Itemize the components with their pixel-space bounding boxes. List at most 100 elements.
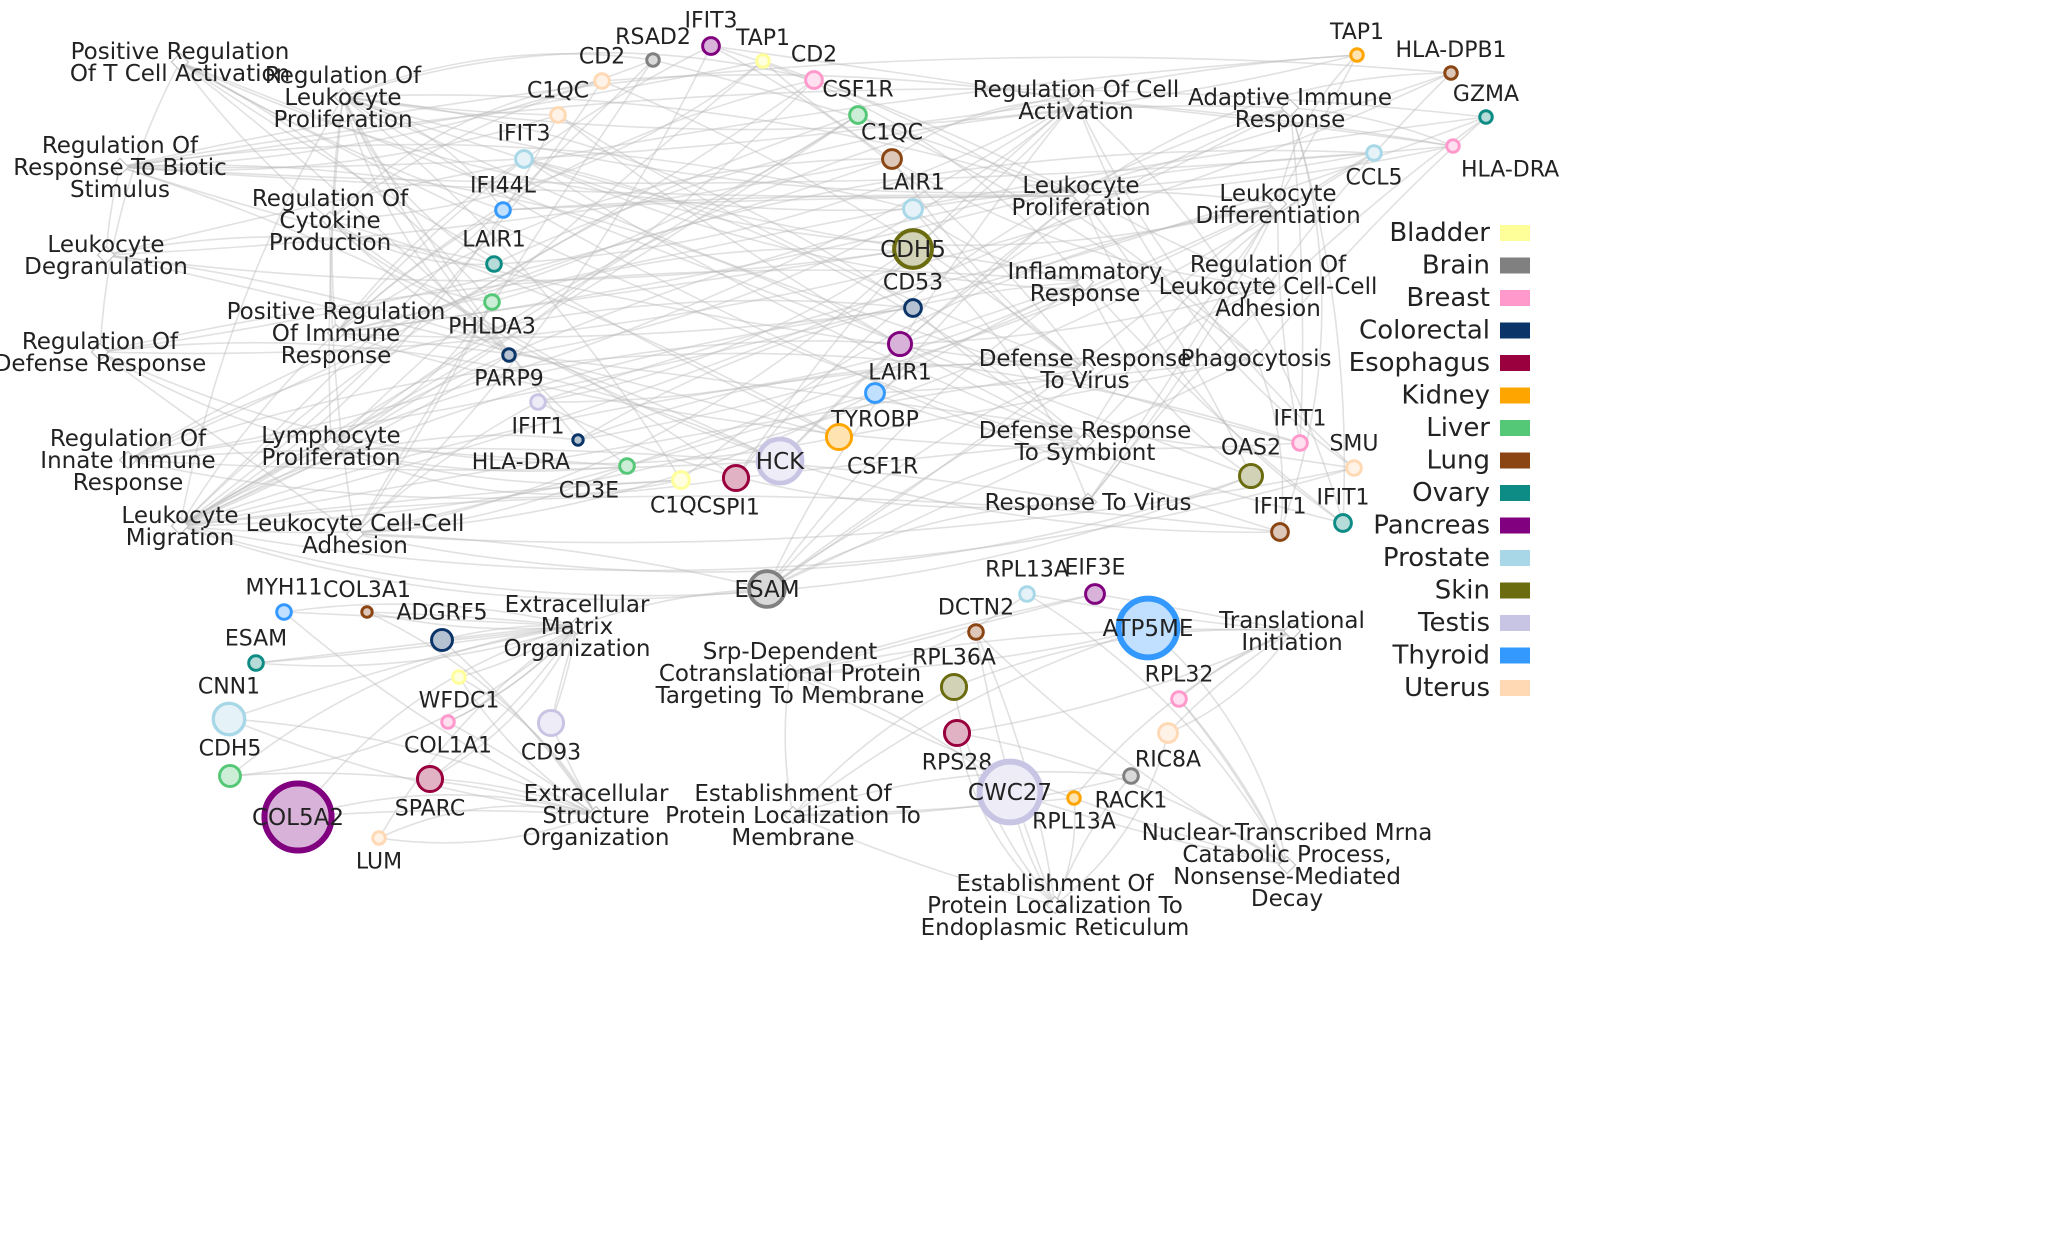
- gene-node-label: CD53: [883, 271, 943, 296]
- gene-node-fill: [363, 608, 371, 616]
- network-edge: [874, 357, 1257, 394]
- network-edge: [766, 285, 1269, 590]
- network-edge: [378, 814, 597, 844]
- legend-label: Brain: [1422, 251, 1490, 281]
- network-edge: [429, 778, 597, 816]
- legend-label: Kidney: [1401, 381, 1490, 411]
- gene-node-fill: [418, 767, 442, 791]
- legend-item-bladder: Bladder: [1389, 218, 1530, 248]
- legend-swatch: [1500, 680, 1530, 696]
- network-edge: [283, 611, 597, 816]
- gene-node-fill: [374, 833, 384, 843]
- legend-swatch: [1500, 582, 1530, 599]
- network-edge: [502, 194, 1082, 211]
- network-edge: [127, 299, 914, 461]
- network-edge: [1094, 593, 1293, 632]
- network-edge: [766, 203, 1279, 590]
- gene-node-fill: [1160, 725, 1176, 741]
- network-edge: [537, 281, 1086, 403]
- go-term-label: Phagocytosis: [1181, 346, 1332, 372]
- network-edge: [557, 114, 1086, 370]
- gene-node-circle: [1333, 513, 1353, 533]
- gene-node-label: LAIR1: [462, 228, 526, 253]
- network-edge: [975, 631, 1288, 866]
- gene-node-rpl13a-kidney: RPL13A: [1032, 790, 1116, 834]
- network-edge: [710, 45, 1086, 283]
- network-edge: [1279, 107, 1323, 533]
- legend-item-brain: Brain: [1422, 251, 1530, 281]
- network-edge: [335, 114, 859, 334]
- network-edge: [1009, 791, 1288, 866]
- network-edge: [335, 332, 1355, 469]
- network-edge: [354, 248, 914, 535]
- network-edge: [99, 351, 840, 465]
- gene-node-fill: [906, 301, 920, 315]
- gene-node-label: CD2: [579, 45, 625, 70]
- network-edge: [912, 307, 1086, 442]
- network-edge: [576, 588, 768, 627]
- network-edge: [366, 611, 578, 627]
- gene-node-fill: [221, 767, 239, 785]
- gene-node-label: RSAD2: [615, 25, 691, 50]
- gene-node-smu-uterus: SMU: [1329, 432, 1379, 477]
- network-edge: [1054, 797, 1076, 906]
- gene-node-circle: [501, 347, 517, 363]
- network-edge: [179, 356, 1257, 527]
- network-edge: [441, 639, 597, 816]
- gene-node-fill: [896, 232, 930, 266]
- network-edge: [523, 158, 1269, 292]
- gene-node-fill: [486, 296, 498, 308]
- network-edge: [229, 625, 578, 777]
- network-edge: [1178, 698, 1288, 866]
- gene-node-fill: [704, 39, 718, 53]
- gene-node-fill: [751, 573, 783, 605]
- gene-node-cnn1-prostate: CNN1: [198, 674, 260, 737]
- network-edge: [899, 285, 1269, 345]
- network-edge: [127, 99, 1077, 461]
- network-edge: [342, 96, 1281, 533]
- network-edge: [1178, 630, 1293, 700]
- gene-node-circle: [529, 393, 547, 411]
- network-edge: [1289, 107, 1304, 444]
- go-term-marker: [1066, 90, 1086, 110]
- network-edge: [119, 60, 764, 168]
- gene-node-c1qc-bladder: C1QC: [650, 470, 712, 518]
- go-term-marker: [1078, 492, 1098, 512]
- network-edge: [297, 809, 597, 818]
- gene-node-fill: [970, 626, 982, 638]
- gene-node-label: RPL32: [1145, 663, 1214, 688]
- network-edge: [127, 459, 781, 471]
- gene-node-fill: [267, 786, 329, 848]
- gene-node-circle: [1084, 583, 1106, 605]
- gene-node-circle: [976, 758, 1044, 826]
- network-edge: [813, 79, 1082, 197]
- gene-node-lum-uterus: LUM: [356, 830, 402, 874]
- go-term-marker: [326, 323, 346, 343]
- network-edge: [1084, 281, 1252, 477]
- legend-item-esophagus: Esophagus: [1349, 348, 1530, 378]
- go-term-marker: [170, 516, 190, 536]
- gene-node-label: CWC27: [968, 780, 1052, 806]
- network-edge: [342, 96, 914, 309]
- gene-node-circle: [593, 72, 611, 90]
- gene-node-label: RPL13A: [1032, 809, 1116, 834]
- network-edge: [447, 625, 578, 723]
- network-edge: [119, 59, 654, 168]
- network-edge: [354, 467, 1355, 544]
- gene-node-label: CDH5: [199, 737, 262, 762]
- gene-node-fill: [1336, 516, 1350, 530]
- gene-node-fill: [1121, 601, 1175, 655]
- gene-node-label: HLA-DRA: [472, 450, 570, 475]
- network-edge: [329, 80, 603, 221]
- network-edge: [354, 465, 628, 535]
- network-edge: [537, 401, 1089, 509]
- gene-node-fill: [504, 350, 514, 360]
- gene-node-csf1r-kidney: CSF1R: [824, 422, 918, 480]
- network-edge: [502, 195, 1082, 211]
